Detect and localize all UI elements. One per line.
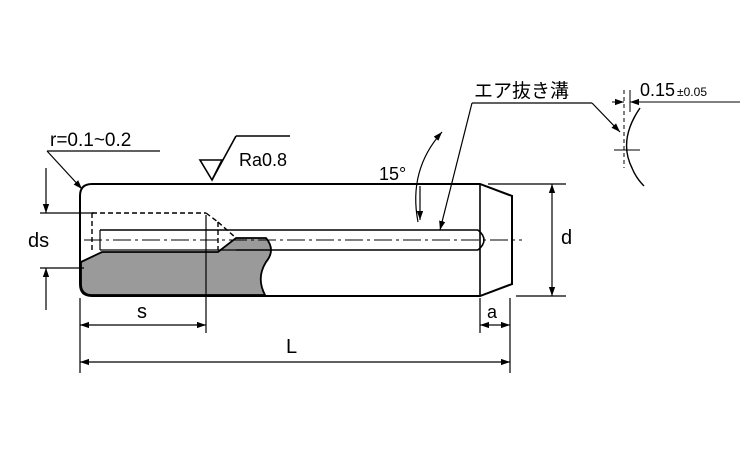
groove-detail [612, 90, 740, 187]
d-label: d [561, 227, 572, 249]
L-dimension [79, 333, 510, 373]
L-label: L [286, 336, 297, 358]
angle-callout [415, 131, 443, 223]
angle-label: 15° [379, 164, 406, 184]
a-label: a [487, 302, 498, 322]
air-groove [99, 229, 485, 251]
groove-depth-label: 0.15±0.05 [640, 80, 707, 100]
radius-callout [46, 150, 160, 190]
s-dimension [79, 215, 207, 333]
d-dimension [488, 183, 566, 297]
radius-label: r=0.1~0.2 [50, 130, 131, 151]
ds-label: ds [28, 230, 49, 252]
hidden-lines [91, 212, 237, 250]
air-groove-leader [439, 102, 621, 231]
air-groove-label: エア抜き溝 [474, 80, 569, 102]
s-label: s [137, 301, 147, 323]
roughness-symbol [198, 135, 290, 182]
a-dimension [479, 298, 511, 373]
roughness-label: Ra0.8 [239, 150, 287, 170]
ds-dimension [40, 168, 94, 310]
section-hatch [80, 237, 272, 296]
